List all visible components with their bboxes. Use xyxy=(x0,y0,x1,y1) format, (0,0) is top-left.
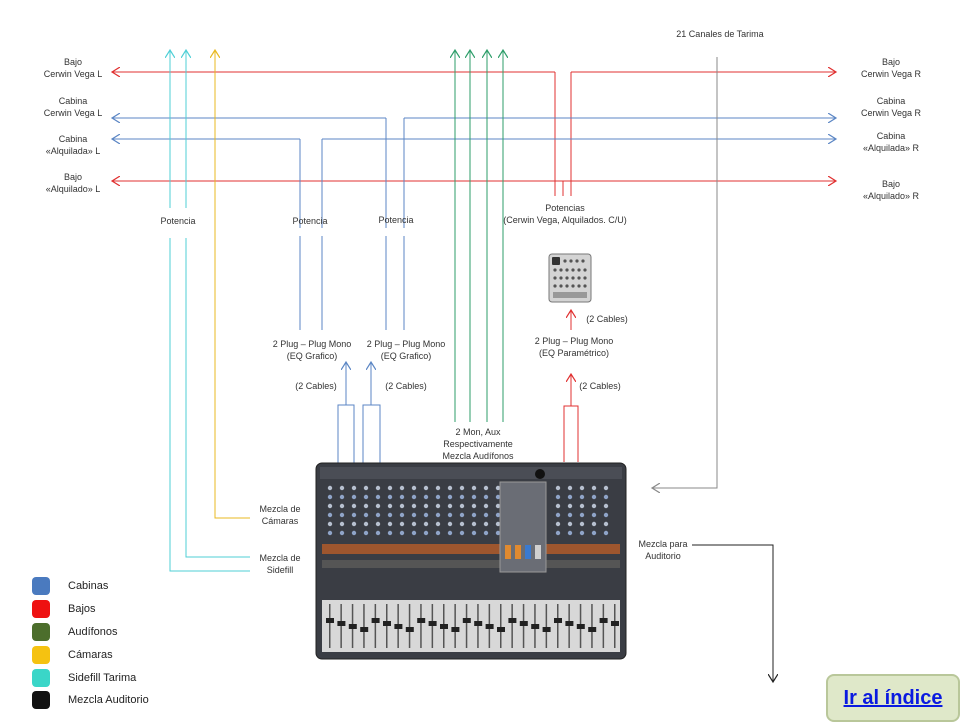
legend-swatch xyxy=(32,691,50,709)
legend-audifonos: Audífonos xyxy=(32,622,118,642)
label-top-channels: 21 Canales de Tarima xyxy=(676,29,764,39)
label-bajo-alq-l: Bajo«Alquilado» L xyxy=(45,172,101,194)
legend-swatch xyxy=(32,577,50,595)
legend-swatch xyxy=(32,646,50,664)
auditorium-line xyxy=(692,544,773,682)
index-button-label: Ir al índice xyxy=(843,686,943,709)
label-plug-parametrico: 2 Plug – Plug Mono(EQ Paramétrico) xyxy=(534,336,614,358)
label-2-cables-eq: (2 Cables) xyxy=(586,314,628,324)
label-cabina-alq-l: Cabina«Alquilada» L xyxy=(45,134,101,156)
headphone-lines xyxy=(455,50,503,422)
stage-channels-line xyxy=(652,57,718,488)
small-mixer-icon xyxy=(548,253,592,303)
mixing-console-icon xyxy=(315,462,627,660)
camera-line xyxy=(215,50,250,519)
label-plug-grafico-1: 2 Plug – Plug Mono(EQ Grafico) xyxy=(272,339,352,361)
label-bajo-alq-r: Bajo«Alquilado» R xyxy=(862,179,920,201)
bass-lines xyxy=(112,72,836,462)
label-potencia-2: Potencia xyxy=(292,216,328,226)
label-plug-grafico-2: 2 Plug – Plug Mono(EQ Grafico) xyxy=(366,339,446,361)
legend-camaras: Cámaras xyxy=(32,645,113,665)
label-2-cables-2: (2 Cables) xyxy=(385,381,427,391)
label-2-cables-3: (2 Cables) xyxy=(579,381,621,391)
sidefill-lines xyxy=(170,50,250,572)
legend-bajos: Bajos xyxy=(32,599,96,619)
label-potencias: Potencias(Cerwin Vega, Alquilados. C/U) xyxy=(503,203,627,225)
label-2-cables-1: (2 Cables) xyxy=(295,381,337,391)
label-potencia-1: Potencia xyxy=(160,216,196,226)
label-cabina-alq-r: Cabina«Alquilada» R xyxy=(862,131,920,153)
legend-auditorio: Mezcla Auditorio xyxy=(32,690,149,710)
cabinet-lines xyxy=(112,118,836,470)
legend-swatch xyxy=(32,623,50,641)
label-potencia-3: Potencia xyxy=(378,215,414,225)
legend-swatch xyxy=(32,600,50,618)
legend-cabinas: Cabinas xyxy=(32,576,108,596)
index-button[interactable]: Ir al índice xyxy=(826,674,960,722)
legend-swatch xyxy=(32,669,50,687)
legend-sidefill: Sidefill Tarima xyxy=(32,668,136,688)
